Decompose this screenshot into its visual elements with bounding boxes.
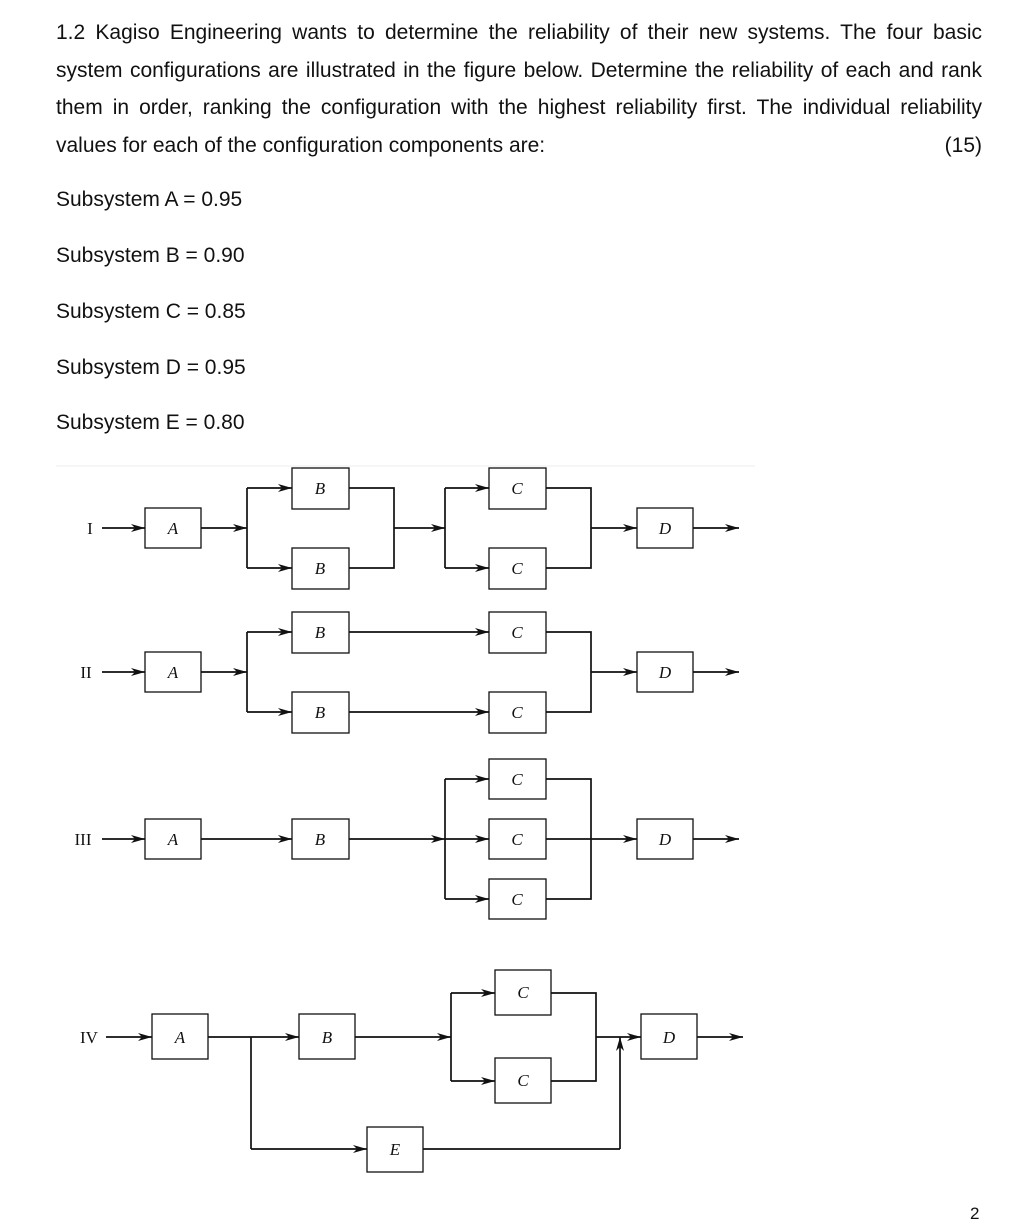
subsystem-d-value: Subsystem D = 0.95: [56, 356, 246, 379]
subsystem-b-value: Subsystem B = 0.90: [56, 244, 245, 267]
config-2-box-a: [144, 651, 202, 693]
config-2-box-b-bottom: [291, 691, 350, 734]
config-3-label-d: D: [658, 830, 672, 849]
config-2-label-d: D: [658, 663, 672, 682]
connection-lines: [102, 484, 743, 1153]
config-1-box-c-top: [488, 467, 547, 510]
config-label-4: IV: [80, 1028, 99, 1047]
page-number: 2: [970, 1204, 980, 1223]
config-1-box-a: [144, 507, 202, 549]
config-1-label-d: D: [658, 519, 672, 538]
question-body: 1.2 Kagiso Engineering wants to determin…: [56, 21, 982, 157]
config-label-2: II: [80, 663, 92, 682]
config-4-box-d: [640, 1013, 698, 1060]
config-2-box-c-bottom: [488, 691, 547, 734]
config-2-label-c-top: C: [511, 623, 523, 642]
config-3-label-c-top: C: [511, 770, 523, 789]
config-3-box-c-top: [488, 758, 547, 800]
config-4-label-a: A: [174, 1028, 186, 1047]
config-4-box-c-top: [494, 969, 552, 1016]
config-1-box-b-top: [291, 467, 350, 510]
config-1-box-c-bottom: [488, 547, 547, 590]
config-1-label-a: A: [167, 519, 179, 538]
question-marks: (15): [944, 133, 982, 157]
config-1-label-b-bottom: B: [315, 559, 326, 578]
config-label-3: III: [75, 830, 92, 849]
subsystem-a-value: Subsystem A = 0.95: [56, 188, 243, 211]
config-2-box-c-top: [488, 611, 547, 654]
subsystem-e-value: Subsystem E = 0.80: [56, 411, 245, 434]
config-3-label-a: A: [167, 830, 179, 849]
config-2-label-c-bottom: C: [511, 703, 523, 722]
config-3-box-b: [291, 818, 350, 860]
config-4-box-a: [151, 1013, 209, 1060]
config-4-box-e: [366, 1126, 424, 1173]
config-3-box-a: [144, 818, 202, 860]
config-2-label-a: A: [167, 663, 179, 682]
config-2-box-d: [636, 651, 694, 693]
config-3-label-c-bottom: C: [511, 890, 523, 909]
config-3-box-c-middle: [488, 818, 547, 860]
component-boxes: [144, 467, 698, 1173]
config-4-label-e: E: [389, 1140, 401, 1159]
config-4-label-b: B: [322, 1028, 333, 1047]
config-3-label-b: B: [315, 830, 326, 849]
config-2-box-b-top: [291, 611, 350, 654]
config-1-box-d: [636, 507, 694, 549]
config-4-label-d: D: [662, 1028, 676, 1047]
config-3-label-c-middle: C: [511, 830, 523, 849]
config-2-label-b-top: B: [315, 623, 326, 642]
question-text: 1.2 Kagiso Engineering wants to determin…: [56, 14, 982, 164]
config-1-label-b-top: B: [315, 479, 326, 498]
config-3-box-c-bottom: [488, 878, 547, 920]
config-1-box-b-bottom: [291, 547, 350, 590]
config-1-label-c-top: C: [511, 479, 523, 498]
config-4-box-b: [298, 1013, 356, 1060]
config-1-label-c-bottom: C: [511, 559, 523, 578]
config-3-box-d: [636, 818, 694, 860]
config-4-label-c-bottom: C: [517, 1071, 529, 1090]
config-4-box-c-bottom: [494, 1057, 552, 1104]
subsystem-c-value: Subsystem C = 0.85: [56, 300, 246, 323]
config-4-label-c-top: C: [517, 983, 529, 1002]
config-label-1: I: [87, 519, 93, 538]
config-2-label-b-bottom: B: [315, 703, 326, 722]
